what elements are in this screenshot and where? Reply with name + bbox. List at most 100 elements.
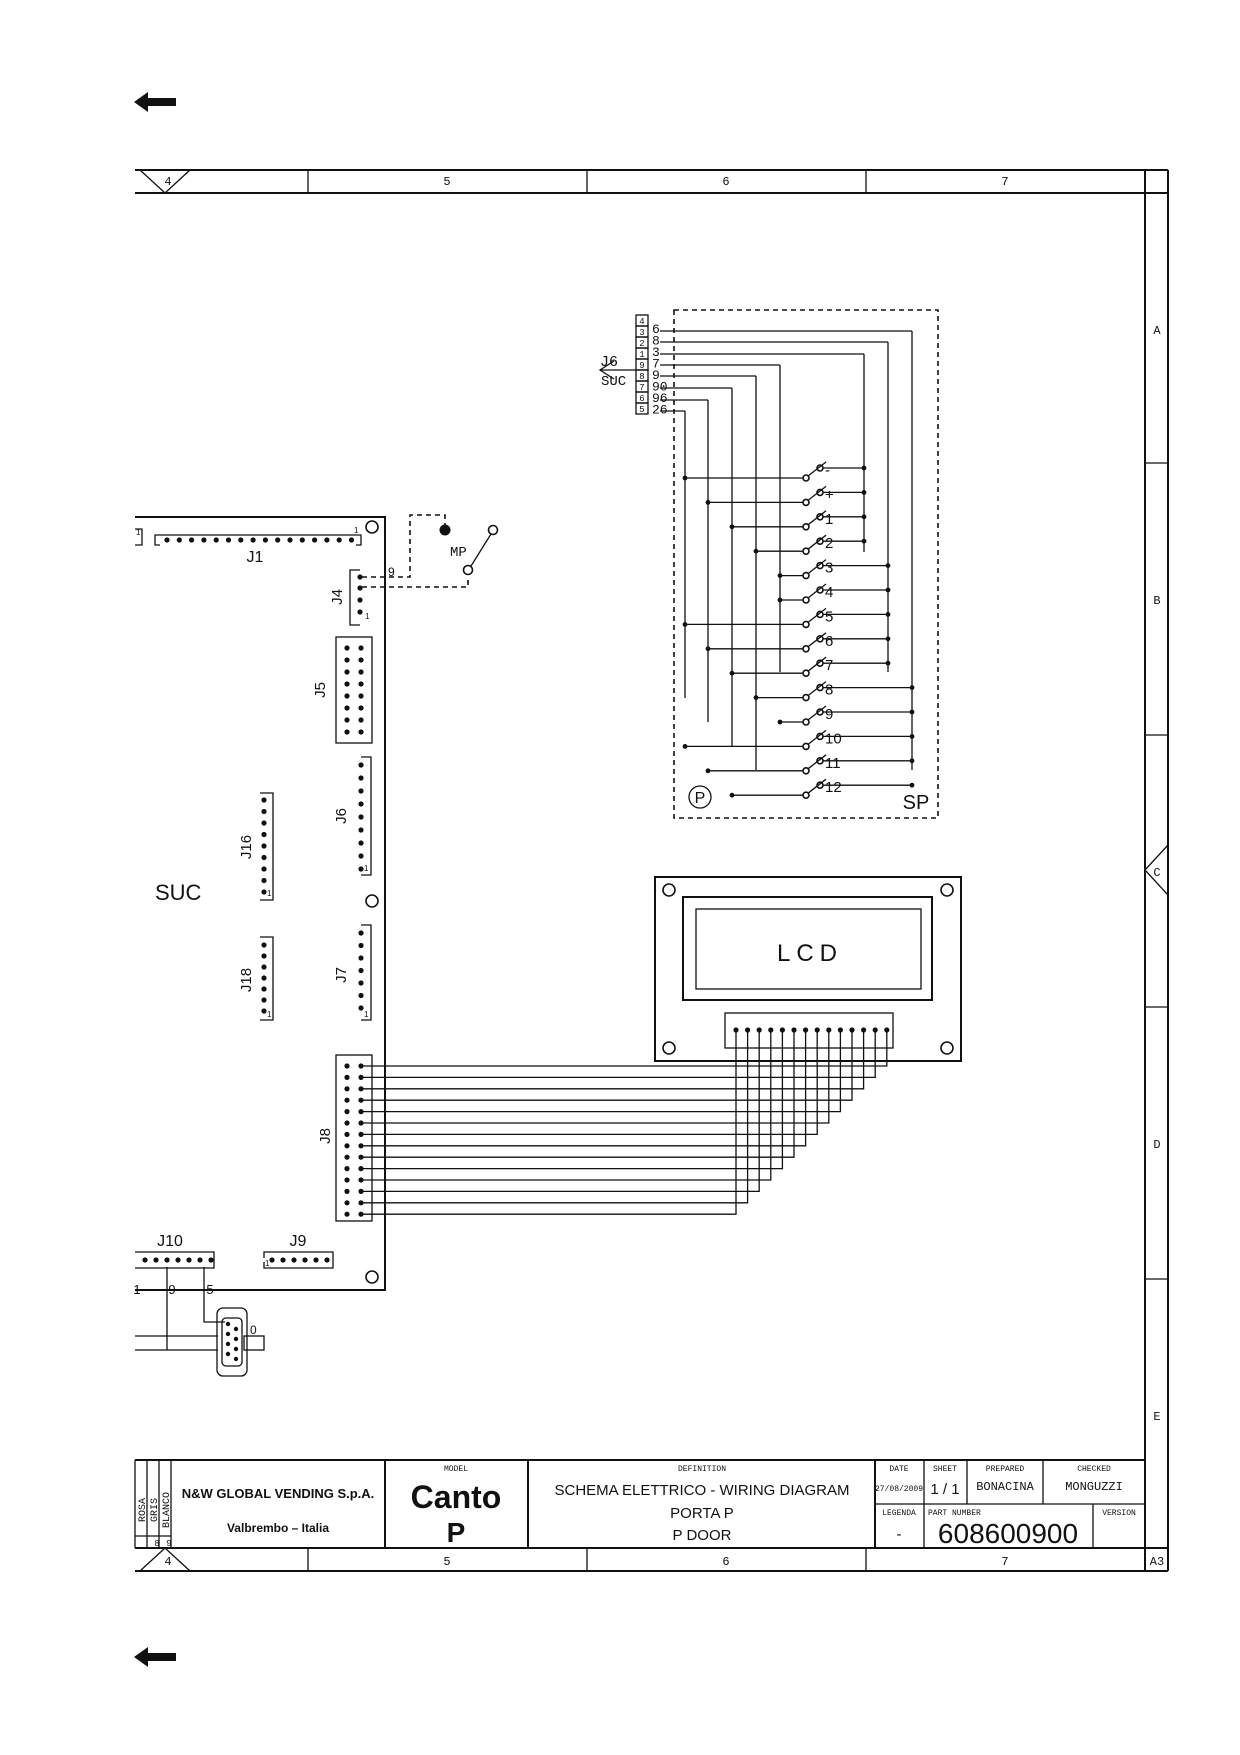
j8-pin <box>358 1200 364 1206</box>
j7-connector[interactable] <box>361 924 372 1021</box>
j7-pin <box>358 1005 364 1011</box>
key-contact <box>802 644 810 653</box>
j4-pin <box>357 574 363 580</box>
j6-connector[interactable] <box>361 756 372 876</box>
suc-board[interactable] <box>135 516 386 1291</box>
flat-cable-wire <box>361 1030 772 1181</box>
j10-pin <box>208 1257 214 1263</box>
j6-reference-board: SUC <box>601 374 626 390</box>
sheet-label: SHEET <box>933 1465 957 1474</box>
j8-pin <box>344 1109 350 1115</box>
key-label: 12 <box>825 779 842 796</box>
j6-pin <box>358 762 364 768</box>
flat-cable-wire <box>361 1030 876 1079</box>
j10-connector[interactable] <box>135 1251 215 1269</box>
j7-pin <box>358 967 364 974</box>
keypad-junction <box>909 758 915 764</box>
j1-pin-one: 1 <box>354 526 359 535</box>
key-contact <box>802 766 810 775</box>
microswitch-mp[interactable] <box>362 514 499 588</box>
j5-pin <box>344 645 350 651</box>
j9-connector[interactable] <box>263 1251 334 1269</box>
left-arrow-icon-bottom[interactable] <box>134 1647 176 1667</box>
dsub-pin <box>233 1336 239 1342</box>
j10-pin <box>186 1257 192 1263</box>
j10-pin <box>142 1257 148 1263</box>
key-lever <box>807 778 827 794</box>
row-label-e: E <box>1153 1410 1160 1424</box>
lcd-pin <box>837 1027 844 1033</box>
j6-strip-pin: 5 <box>639 405 644 415</box>
j9-pin <box>291 1257 297 1263</box>
j16-pin <box>261 877 267 884</box>
j5-pin <box>358 705 364 711</box>
j18-pin <box>261 942 267 948</box>
j8-pin <box>358 1063 364 1069</box>
j4-connector[interactable] <box>349 569 360 626</box>
j18-pin <box>261 997 267 1003</box>
flat-cable-wire <box>361 1030 853 1101</box>
key-lever <box>807 510 827 526</box>
j9-pin <box>313 1257 319 1263</box>
j1-connector[interactable] <box>135 528 362 546</box>
j1-pin <box>189 537 195 543</box>
j6-reference-connector: J6 <box>600 354 618 371</box>
keypad-junction <box>909 709 915 715</box>
keypad-junction <box>753 695 759 700</box>
j6-strip-pin: 9 <box>639 361 644 371</box>
sheet-size: A3 <box>1150 1555 1164 1569</box>
j7-pin <box>358 980 364 986</box>
dsub-pin <box>233 1356 239 1362</box>
j1-pin <box>324 537 330 543</box>
j6-strip-pin: 3 <box>639 328 644 338</box>
j16-label: J16 <box>238 835 255 859</box>
left-arrow-icon-top[interactable] <box>134 92 176 112</box>
j6-wire-number: 6 <box>652 322 660 337</box>
col-label-top-7: 7 <box>1001 175 1008 189</box>
j18-connector[interactable] <box>260 936 274 1021</box>
lcd-pin <box>849 1027 855 1033</box>
definition-line-2: PORTA P <box>670 1505 734 1522</box>
key-contact <box>816 634 824 643</box>
key-lever <box>807 607 827 623</box>
j6-strip-pin: 7 <box>639 383 644 393</box>
j16-connector[interactable] <box>260 792 274 901</box>
keypad-junction <box>777 597 783 603</box>
j8-pin <box>344 1154 350 1160</box>
j16-pin <box>261 889 267 895</box>
flat-cable-wire <box>361 1030 749 1204</box>
j1-pin <box>287 537 293 543</box>
lcd-module[interactable] <box>654 876 962 1062</box>
j6-pin <box>358 814 364 820</box>
j10-pin <box>164 1257 170 1263</box>
j1-pin <box>176 537 182 543</box>
j1-pin <box>213 537 219 543</box>
j6-wire-number: 96 <box>652 391 668 406</box>
key-contact <box>816 732 824 741</box>
keypad-label: SP <box>903 792 930 814</box>
j10-pin-1: 1 <box>133 1282 140 1297</box>
key-lever <box>807 681 827 697</box>
dsub-connector[interactable] <box>135 1267 265 1377</box>
j16-pin <box>261 797 267 803</box>
j10-pin-5: 5 <box>206 1282 213 1297</box>
keypad-junction <box>861 465 867 471</box>
keypad-symbol: P <box>695 790 706 807</box>
j16-pin <box>261 854 267 861</box>
key-contact <box>816 561 824 570</box>
j1-left-pin-one: 1 <box>136 528 141 537</box>
dsub-pin <box>225 1351 231 1357</box>
j8-pin <box>344 1188 350 1194</box>
j8-connector[interactable] <box>335 1054 373 1222</box>
j5-connector[interactable] <box>335 636 373 744</box>
key-contact <box>802 571 810 580</box>
flat-cable-wire <box>361 1030 818 1136</box>
j18-pin <box>261 1008 267 1014</box>
keypad-junction <box>682 744 688 749</box>
keypad-junction <box>885 587 891 593</box>
j5-pin <box>358 693 364 699</box>
col-label-bottom-4: 4 <box>164 1555 171 1569</box>
